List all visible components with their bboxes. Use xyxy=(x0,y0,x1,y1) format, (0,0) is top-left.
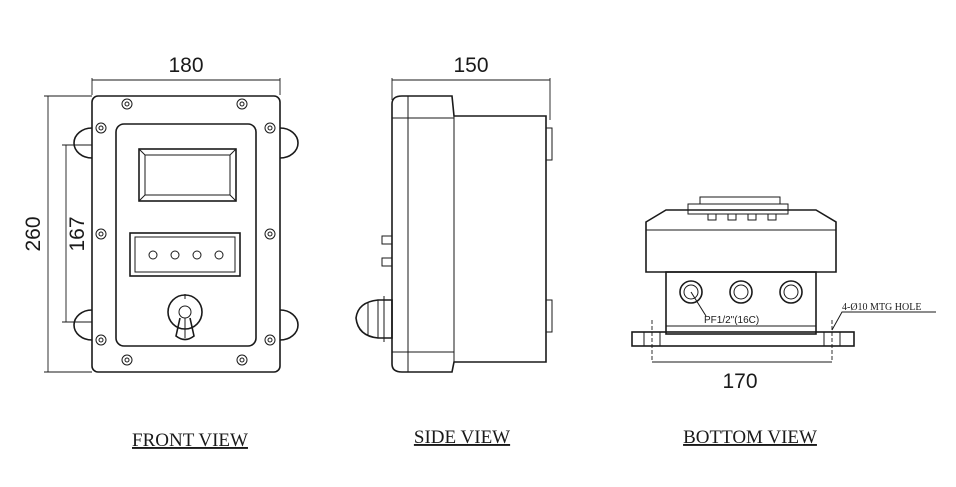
side-view: 150 SIDE VIEW xyxy=(355,54,553,448)
bottom-view-title: BOTTOM VIEW xyxy=(683,427,817,448)
bottom-enclosure-lid xyxy=(645,209,837,273)
bottom-enclosure-body xyxy=(665,271,817,335)
mounting-base-plate xyxy=(631,331,855,347)
bottom-mount-dimension: 170 xyxy=(722,370,757,393)
display-window xyxy=(138,148,237,202)
bottom-view: PF1/2"(16C) 4-Ø10 MTG HOLE 170 BOTTOM VI… xyxy=(631,196,936,448)
front-height-dimension: 260 xyxy=(22,216,45,251)
front-cover-plate xyxy=(115,123,257,347)
indicator-panel xyxy=(129,232,241,277)
cover-screw-icon xyxy=(95,98,276,366)
side-depth-dimension: 150 xyxy=(453,54,488,77)
side-enclosure-body xyxy=(391,95,547,373)
front-mount-height-dimension: 167 xyxy=(66,216,89,251)
rotary-switch-icon xyxy=(167,294,203,341)
mounting-hole-note: 4-Ø10 MTG HOLE xyxy=(842,302,921,313)
front-enclosure-body xyxy=(91,95,281,373)
indicator-lamp-icon xyxy=(148,250,224,260)
front-view: 180 260 167 xyxy=(22,54,299,451)
conduit-entry-icon xyxy=(679,280,803,304)
side-switch-knob-icon xyxy=(355,296,393,342)
side-view-title: SIDE VIEW xyxy=(414,427,510,448)
front-view-title: FRONT VIEW xyxy=(132,430,248,451)
top-fitting-icon xyxy=(687,196,789,221)
conduit-note: PF1/2"(16C) xyxy=(704,315,759,326)
front-width-dimension: 180 xyxy=(168,54,203,77)
